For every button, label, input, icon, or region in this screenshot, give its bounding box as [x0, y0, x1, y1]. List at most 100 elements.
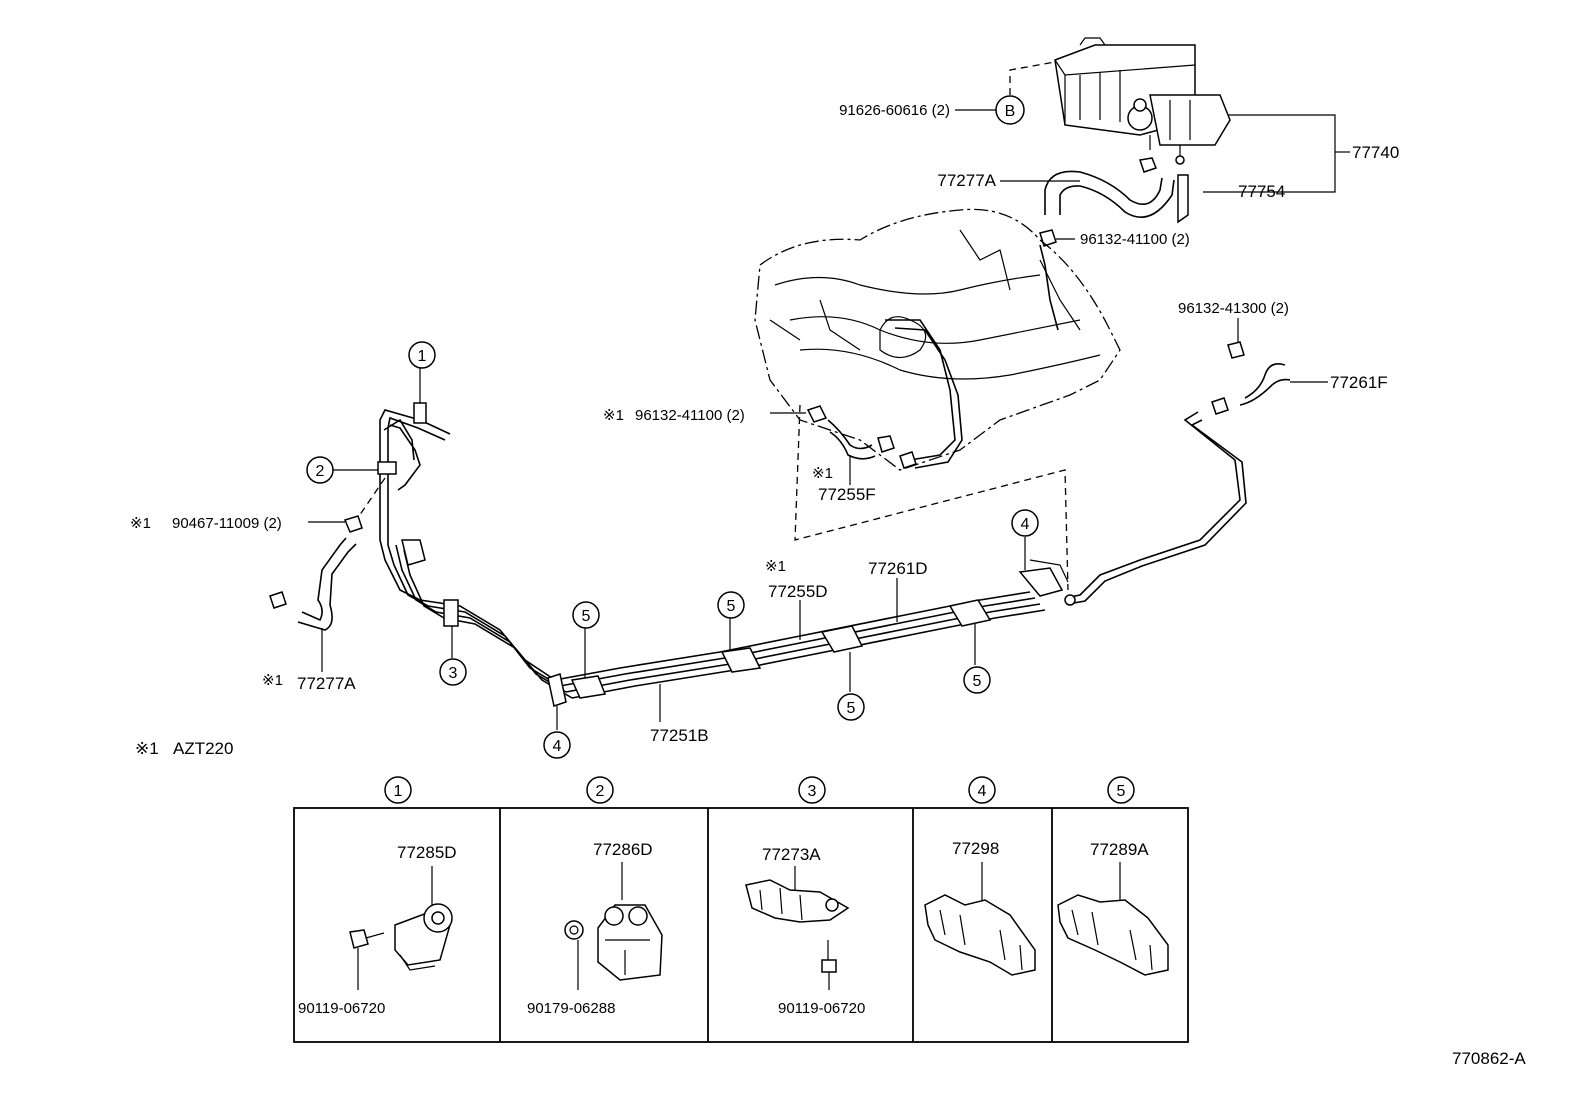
note-mark-hose-left: ※1	[262, 672, 283, 689]
charcoal-canister	[1054, 37, 1231, 165]
label-canister-hose: 77754	[1238, 182, 1285, 201]
clip-icon-right	[1227, 341, 1245, 359]
callout-4-main-right: 4	[1011, 509, 1039, 537]
callout-4-main-right-label: 4	[1021, 516, 1030, 533]
clip-icon-top	[1039, 229, 1057, 247]
small-clip-icon	[1139, 157, 1157, 173]
panel-header-1: 1	[384, 776, 412, 804]
clip-icon-right-2	[1211, 397, 1229, 415]
note-mark-hose-mid: ※1	[812, 465, 833, 482]
callout-b: B	[995, 95, 1025, 125]
clip-icon-left	[269, 591, 287, 609]
clip-icon-mid-3	[899, 451, 917, 469]
label-clip-mid: 96132-41100 (2)	[635, 407, 745, 424]
callout-4-main-left: 4	[543, 731, 571, 759]
callout-3-main-label: 3	[449, 665, 458, 682]
clip-icon-mid-2	[877, 435, 895, 453]
panel-5-part: 77289A	[1090, 840, 1149, 859]
clamp-4-left-marker	[547, 673, 567, 707]
drawing-id: 770862-A	[1452, 1049, 1526, 1068]
canister-bolt-leader	[1009, 61, 1056, 95]
note-mark-clamp-left: ※1	[130, 515, 151, 532]
panel-1-part: 77285D	[397, 843, 457, 862]
panel-3-part: 77273A	[762, 845, 821, 864]
tank-feed-tube	[885, 319, 956, 461]
panel-3-fastener: 90119-06720	[778, 1000, 865, 1017]
vent-hose-top	[1044, 170, 1163, 215]
note-mark-tube-d1: ※1	[765, 558, 786, 575]
callout-b-label: B	[1005, 103, 1016, 120]
callout-5-main-b: 5	[717, 591, 745, 619]
label-hose-left: 77277A	[297, 674, 356, 693]
panel-header-5: 5	[1107, 776, 1135, 804]
detail-table	[293, 807, 1189, 1043]
panel-1-num: 1	[394, 783, 403, 800]
callout-5-main-a-label: 5	[582, 608, 591, 625]
fitting-icon-left	[401, 539, 426, 566]
clamp-77298-icon	[924, 894, 1036, 976]
label-hose-right: 77261F	[1330, 373, 1388, 392]
note-mark-clip-mid: ※1	[603, 407, 624, 424]
callout-5-main-d-label: 5	[973, 673, 982, 690]
panel-3-num: 3	[808, 783, 817, 800]
clamp-5-marker-c	[820, 625, 864, 653]
panel-4-part: 77298	[952, 839, 999, 858]
clamp-5-marker-b	[720, 647, 762, 673]
callout-4-main-left-label: 4	[553, 738, 562, 755]
panel-2-part: 77286D	[593, 840, 653, 859]
panel-header-3: 3	[798, 776, 826, 804]
panel-header-4: 4	[968, 776, 996, 804]
label-bolt-b: 91626-60616 (2)	[839, 102, 950, 119]
callout-5-main-c-label: 5	[847, 700, 856, 717]
label-tube-d1: 77255D	[768, 582, 828, 601]
callout-5-main-c: 5	[837, 693, 865, 721]
clamp-4-right-marker	[1018, 567, 1064, 597]
panel-2-num: 2	[596, 783, 605, 800]
return-tube-right	[1064, 411, 1241, 599]
label-hose-mid: 77255F	[818, 485, 876, 504]
clamp-77286d-icon	[597, 904, 663, 981]
callout-1-main-label: 1	[418, 348, 427, 365]
fuel-tank	[754, 208, 1121, 471]
bolt-90119-icon-2	[821, 940, 837, 973]
callout-2-main-label: 2	[316, 463, 325, 480]
callout-5-main-d: 5	[963, 666, 991, 694]
panel-2-fastener: 90179-06288	[527, 1000, 615, 1017]
callout-5-main-a: 5	[572, 601, 600, 629]
label-vent-hose: 77277A	[937, 171, 996, 190]
clamp-5-marker-a	[570, 675, 607, 699]
callout-3-main: 3	[439, 658, 467, 686]
sub-assembly-dashed-boundary	[794, 404, 1069, 591]
clamp-3-marker	[443, 599, 459, 627]
clamp-2-marker	[377, 461, 397, 475]
panel-4-num: 4	[978, 783, 987, 800]
hose-mid	[827, 419, 873, 450]
nut-90179-icon	[564, 920, 584, 940]
clamp-1-marker	[413, 402, 427, 424]
clamp-5-marker-d	[948, 599, 992, 627]
footnote-text: AZT220	[173, 739, 233, 758]
clamp-77289a-icon	[1057, 894, 1169, 976]
footnote-mark: ※1	[135, 739, 159, 758]
bolt-icon-left	[343, 515, 363, 533]
label-tube-b: 77251B	[650, 726, 709, 745]
hose-left	[301, 537, 347, 622]
label-canister: 77740	[1352, 143, 1399, 162]
callout-5-main-b-label: 5	[727, 598, 736, 615]
label-clip-right: 96132-41300 (2)	[1178, 300, 1289, 317]
canister-hose	[1177, 174, 1189, 224]
hose-right	[1244, 362, 1286, 399]
clamp-77273a-icon	[745, 879, 850, 923]
clamp-77285d-icon	[394, 903, 453, 971]
label-clip-top: 96132-41100 (2)	[1080, 231, 1190, 248]
label-tube-d2: 77261D	[868, 559, 928, 578]
bolt-90119-icon-1	[349, 929, 385, 949]
clip-icon-mid	[806, 405, 828, 423]
panel-5-num: 5	[1117, 783, 1126, 800]
panel-1-fastener: 90119-06720	[298, 1000, 385, 1017]
label-clamp-left: 90467-11009 (2)	[172, 515, 282, 532]
callout-1-main: 1	[408, 341, 436, 369]
callout-2-main: 2	[306, 456, 334, 484]
panel-header-2: 2	[586, 776, 614, 804]
